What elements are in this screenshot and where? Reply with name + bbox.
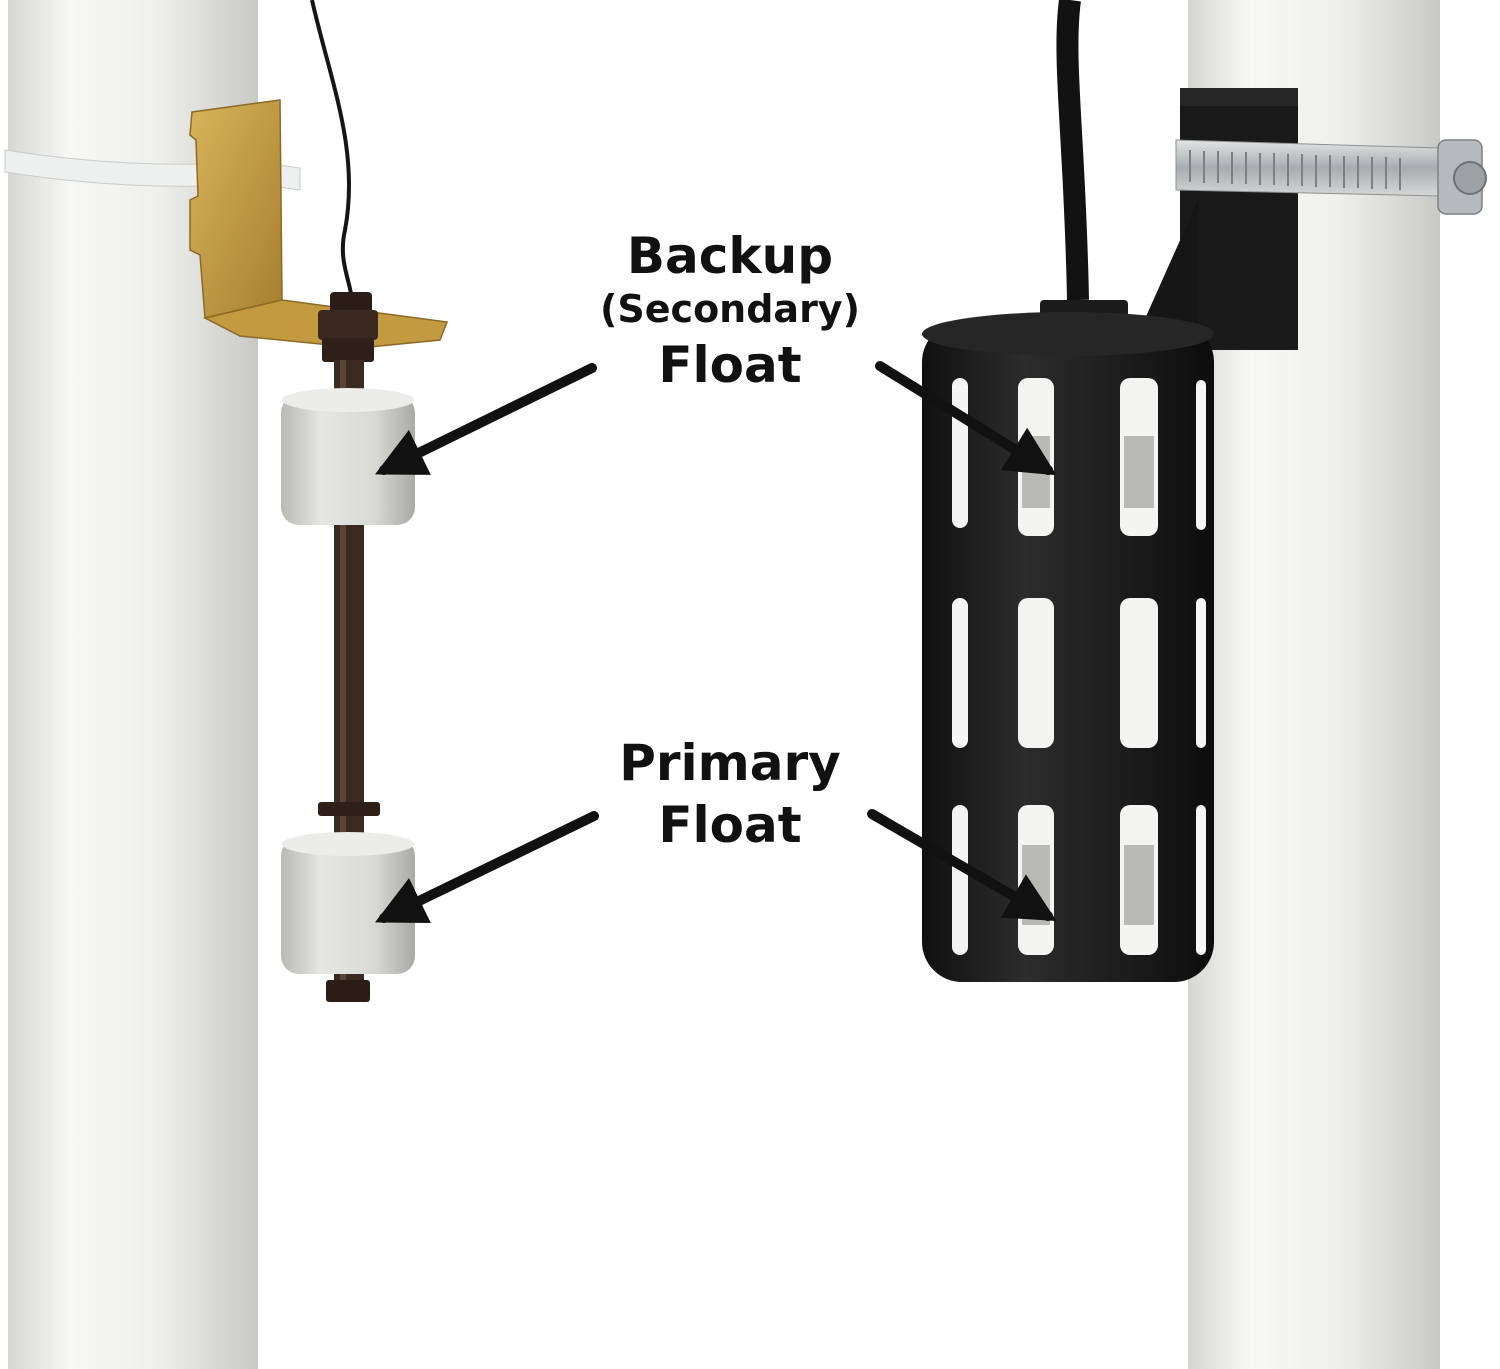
backup-label-line2: (Secondary) [600, 287, 860, 331]
left-cable [310, 0, 354, 301]
primary-label-line2: Float [658, 796, 802, 854]
brass-mounting-bracket [189, 99, 449, 349]
cage-mounting-bracket [1140, 88, 1298, 350]
backup-label-line3: Float [658, 335, 802, 394]
left-backup-float [281, 388, 415, 525]
arrow-backup-left [375, 363, 597, 475]
arrow-primary-left [375, 811, 599, 924]
hose-clamp [1175, 139, 1487, 215]
backup-label-line1: Backup [626, 227, 834, 285]
backup-float-label: Backup (Secondary) Float [560, 228, 900, 393]
arrow-primary-right [867, 809, 1057, 922]
arrow-backup-right [875, 361, 1057, 476]
right-cable [1056, 0, 1089, 301]
primary-label-line1: Primary [619, 734, 841, 792]
primary-float-label: Primary Float [560, 735, 900, 853]
caged-float-switch [922, 300, 1214, 982]
left-primary-float [281, 832, 415, 974]
arrows [375, 361, 1057, 924]
